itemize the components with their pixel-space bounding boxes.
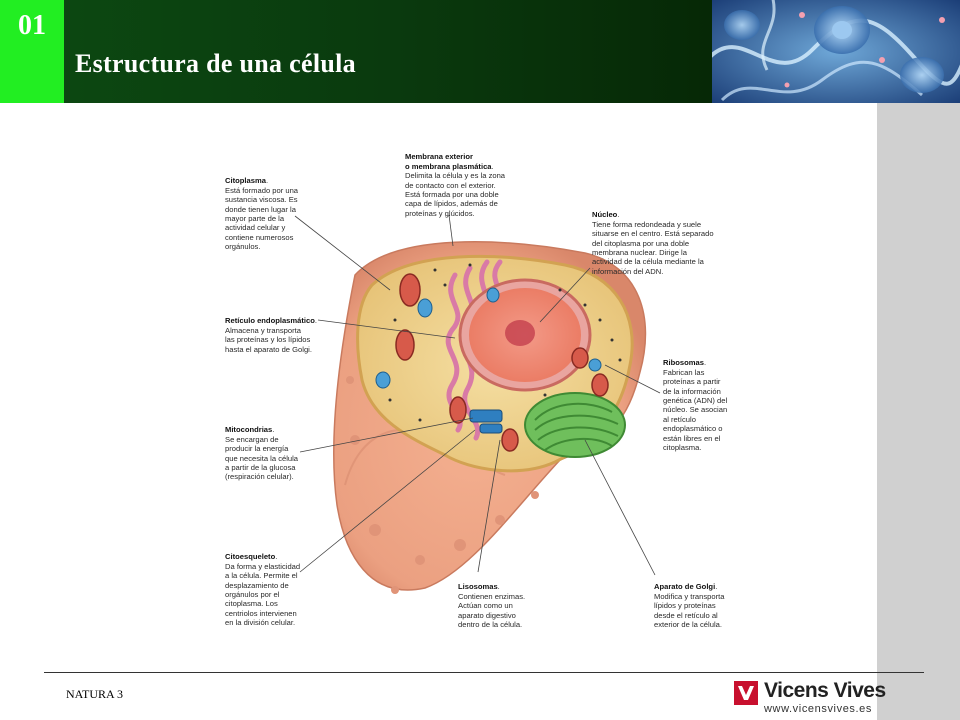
label-golgi: Aparato de Golgi. Modifica y transporta … — [654, 582, 725, 630]
label-lisosomas-title: Lisosomas — [458, 582, 498, 592]
label-ribosomas-title: Ribosomas — [663, 358, 704, 368]
label-ribosomas: Ribosomas. Fabrican las proteínas a part… — [663, 358, 728, 453]
slide-number: 01 — [18, 10, 46, 41]
label-citoplasma-text: Está formado por una sustancia viscosa. … — [225, 185, 299, 252]
label-citoesqueleto: Citoesqueleto. Da forma y elasticidad a … — [225, 552, 301, 628]
label-citoesqueleto-title: Citoesqueleto — [225, 552, 276, 562]
footer-book-title: NATURA 3 — [66, 687, 124, 701]
label-mitocondrias-text: Se encargan de producir la energía que n… — [225, 434, 299, 482]
golgi-apparatus — [524, 392, 626, 458]
label-reticulo: Retículo endoplasmático. Almacena y tran… — [225, 316, 318, 354]
label-membrana: Membrana exterior o membrana plasmática.… — [405, 152, 506, 218]
label-citoplasma-title: Citoplasma — [225, 176, 266, 186]
lysosomes — [375, 287, 602, 389]
label-citoplasma: Citoplasma. Está formado por una sustanc… — [225, 176, 299, 252]
centriole — [469, 409, 503, 434]
slide-title: Estructura de una célula — [75, 49, 356, 78]
label-citoesqueleto-text: Da forma y elasticidad a la célula. Perm… — [225, 561, 301, 628]
label-nucleo-title: Núcleo — [592, 210, 618, 220]
label-nucleo: Núcleo. Tiene forma redondeada y suele s… — [592, 210, 714, 276]
leader-lines — [294, 214, 661, 576]
label-mitocondrias-title: Mitocondrias — [225, 425, 273, 435]
label-golgi-text: Modifica y transporta lípidos y proteína… — [654, 591, 725, 630]
label-lisosomas-text: Contienen enzimas. Actúan como un aparat… — [458, 591, 526, 630]
nucleus — [458, 278, 592, 392]
ribosomes — [388, 263, 622, 422]
label-mitocondrias: Mitocondrias. Se encargan de producir la… — [225, 425, 299, 482]
label-reticulo-text: Almacena y transporta las proteínas y lo… — [225, 325, 312, 354]
right-sidebar — [877, 103, 960, 720]
footer-divider — [44, 672, 924, 673]
vicens-vives-logo-icon — [734, 681, 758, 705]
label-membrana-title: Membrana exterior o membrana plasmática — [405, 152, 492, 171]
label-reticulo-title: Retículo endoplasmático — [225, 316, 315, 326]
label-golgi-title: Aparato de Golgi — [654, 582, 716, 592]
label-lisosomas: Lisosomas. Contienen enzimas. Actúan com… — [458, 582, 526, 630]
mitochondria — [395, 273, 609, 452]
brand-name: Vicens Vives — [764, 679, 886, 702]
slide-number-box: 01 — [0, 0, 64, 103]
header-bar — [0, 0, 712, 103]
header-cells-photo — [712, 0, 960, 103]
brand-url[interactable]: www.vicensvives.es — [764, 703, 872, 715]
label-nucleo-text: Tiene forma redondeada y suele situarse … — [592, 219, 714, 276]
label-membrana-text: Delimita la célula y es la zona de conta… — [405, 171, 506, 218]
label-ribosomas-text: Fabrican las proteínas a partir de la in… — [663, 367, 728, 453]
